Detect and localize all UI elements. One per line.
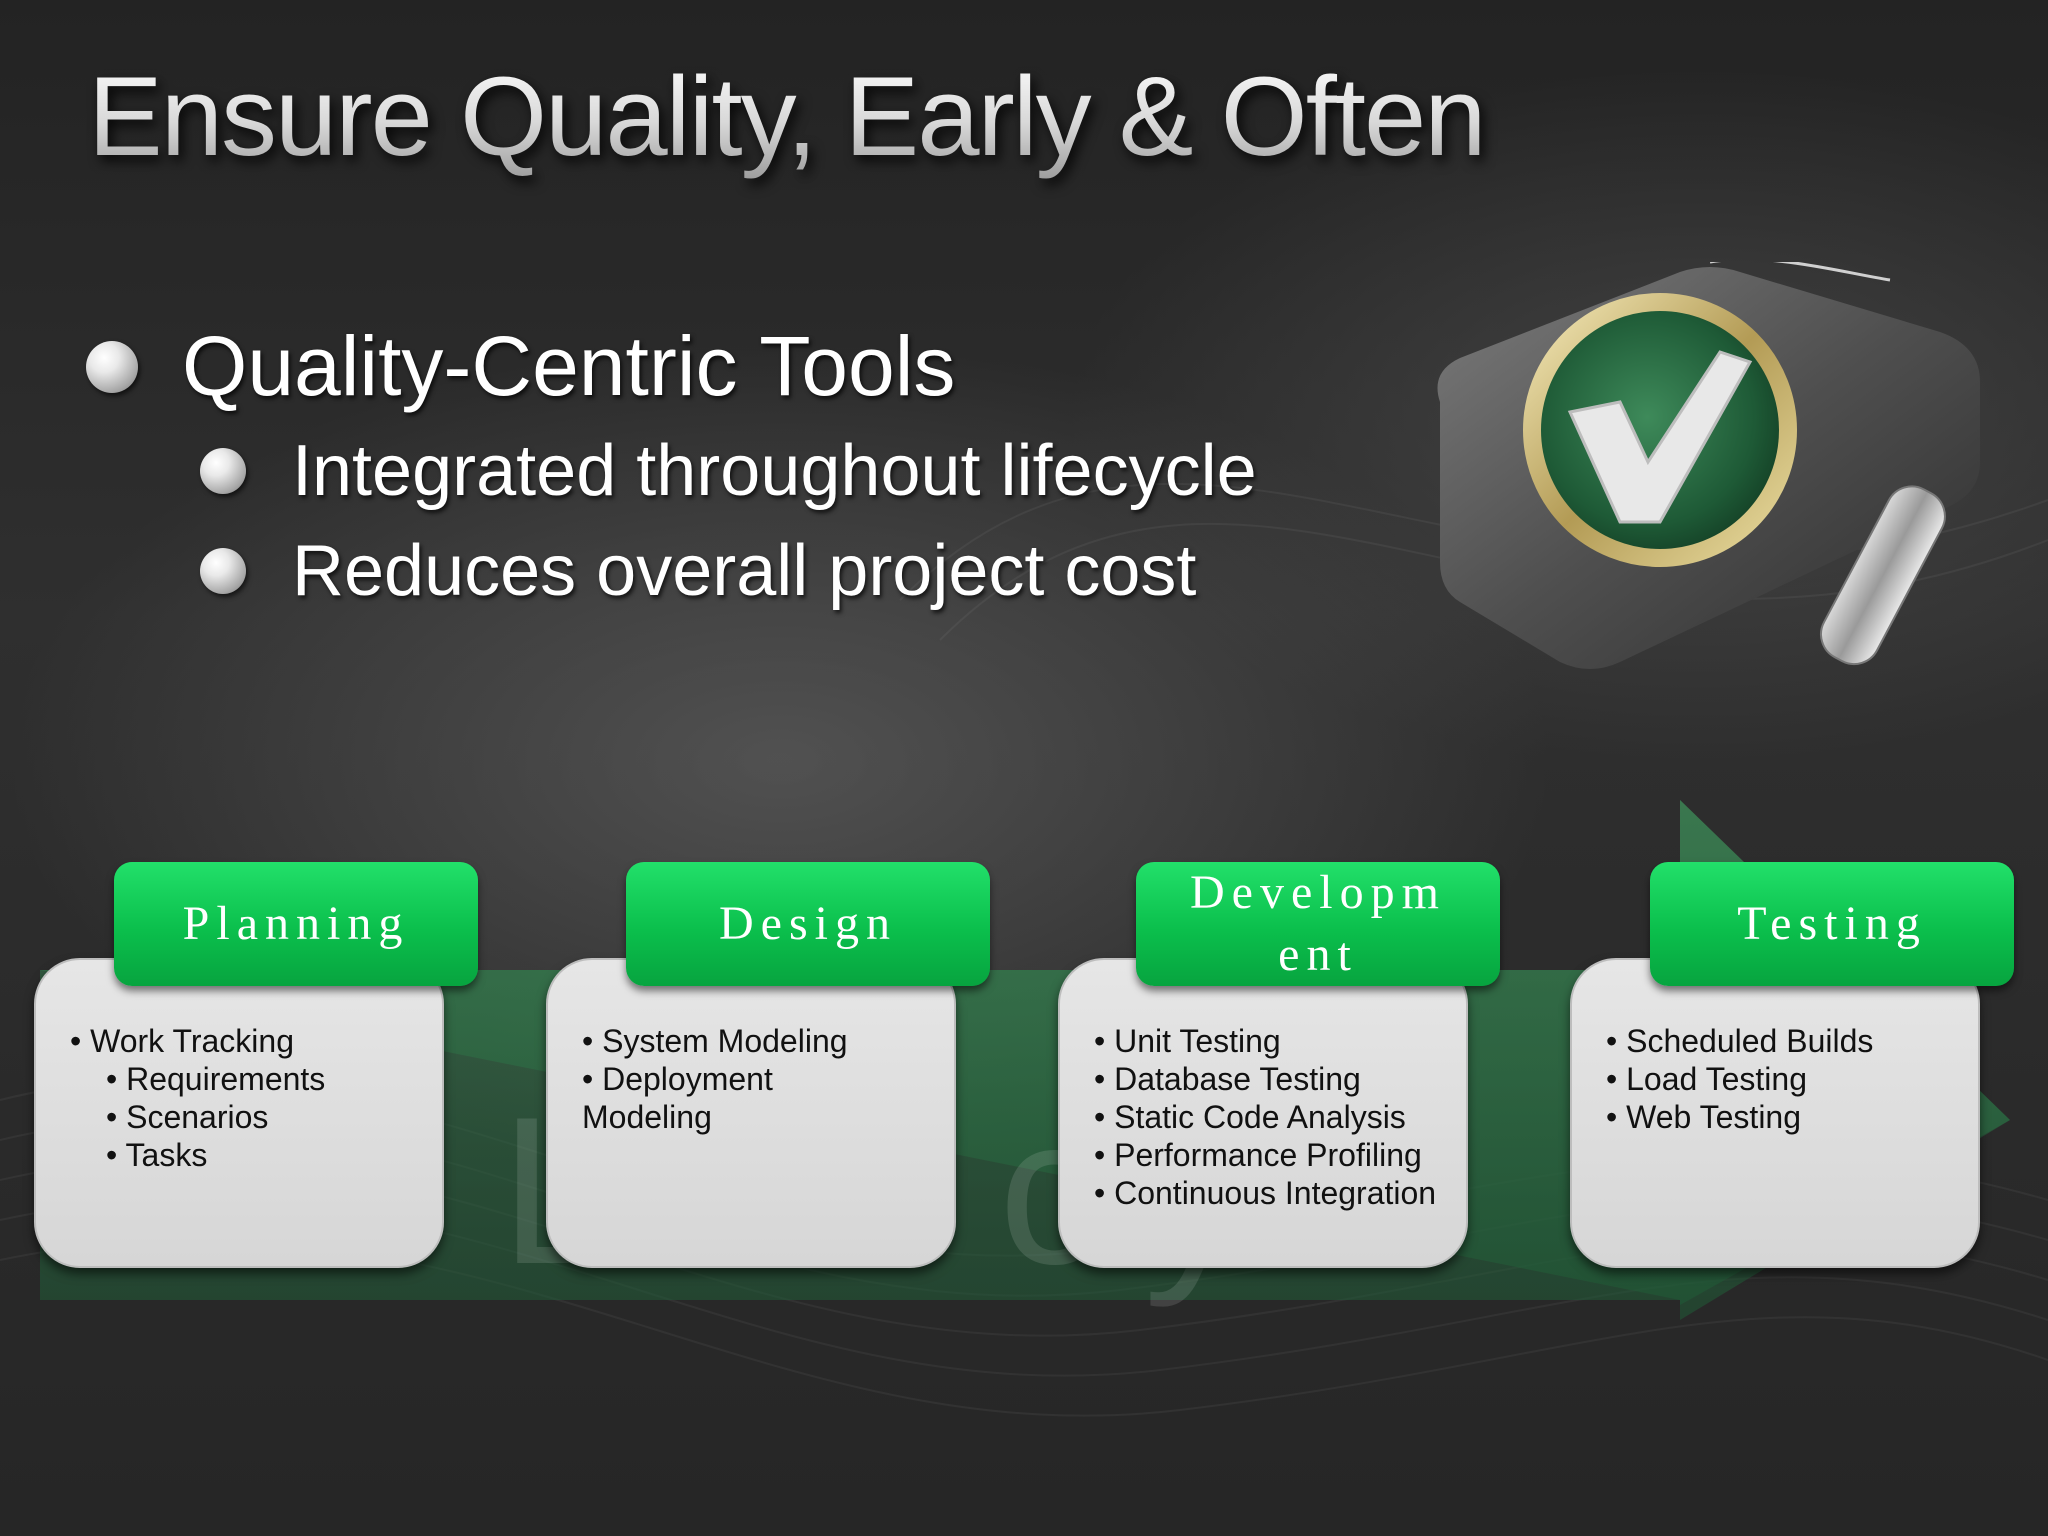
phase-item: • System Modeling xyxy=(582,1023,848,1059)
bullet-level2: Integrated throughout lifecycle xyxy=(200,430,1257,512)
phase-tab-testing: Testing xyxy=(1650,862,2014,986)
phase-tab-design: Design xyxy=(626,862,990,986)
phase-card-planning: • Work Tracking • Requirements • Scenari… xyxy=(34,958,444,1268)
phase-subitem: • Scenarios xyxy=(106,1099,269,1135)
phase-items: • Scheduled Builds • Load Testing • Web … xyxy=(1606,1022,1873,1136)
phase-item: • Unit Testing xyxy=(1094,1023,1281,1059)
phase-tab-planning: Planning xyxy=(114,862,478,986)
bullet-level2: Reduces overall project cost xyxy=(200,530,1196,612)
phase-item: • Static Code Analysis xyxy=(1094,1099,1406,1135)
phase-item: • Database Testing xyxy=(1094,1061,1361,1097)
bullet-text: Integrated throughout lifecycle xyxy=(292,431,1257,511)
phase-item: • Performance Profiling xyxy=(1094,1137,1422,1173)
slide-title: Ensure Quality, Early & Often xyxy=(88,54,1487,179)
phase-subitem: • Requirements xyxy=(106,1061,326,1097)
phase-items: • Unit Testing • Database Testing • Stat… xyxy=(1094,1022,1444,1212)
bullet-orb-icon xyxy=(200,548,246,594)
lifecycle-arrow xyxy=(40,800,2010,1320)
phase-card-design: • System Modeling • Deployment Modeling xyxy=(546,958,956,1268)
bullet-level1: Quality-Centric Tools xyxy=(86,318,955,415)
phase-card-testing: • Scheduled Builds • Load Testing • Web … xyxy=(1570,958,1980,1268)
phase-subitem: • Tasks xyxy=(106,1137,208,1173)
phase-item: • Scheduled Builds xyxy=(1606,1023,1874,1059)
bullet-text: Quality-Centric Tools xyxy=(182,319,956,413)
phase-card-development: • Unit Testing • Database Testing • Stat… xyxy=(1058,958,1468,1268)
phase-items: • System Modeling • Deployment Modeling xyxy=(582,1022,882,1136)
bullet-text: Reduces overall project cost xyxy=(292,531,1197,611)
phase-item: • Deployment Modeling xyxy=(582,1061,782,1135)
phase-item: • Continuous Integration xyxy=(1094,1175,1437,1211)
bullet-orb-icon xyxy=(86,340,138,393)
phase-item: • Web Testing xyxy=(1606,1099,1802,1135)
bullet-orb-icon xyxy=(200,448,246,494)
phase-items: • Work Tracking • Requirements • Scenari… xyxy=(70,1022,325,1174)
phase-item: • Work Tracking xyxy=(70,1023,294,1059)
checkmark-magnifier-icon xyxy=(1437,262,1980,669)
phase-tab-development: Development xyxy=(1136,862,1500,986)
phase-item: • Load Testing xyxy=(1606,1061,1807,1097)
